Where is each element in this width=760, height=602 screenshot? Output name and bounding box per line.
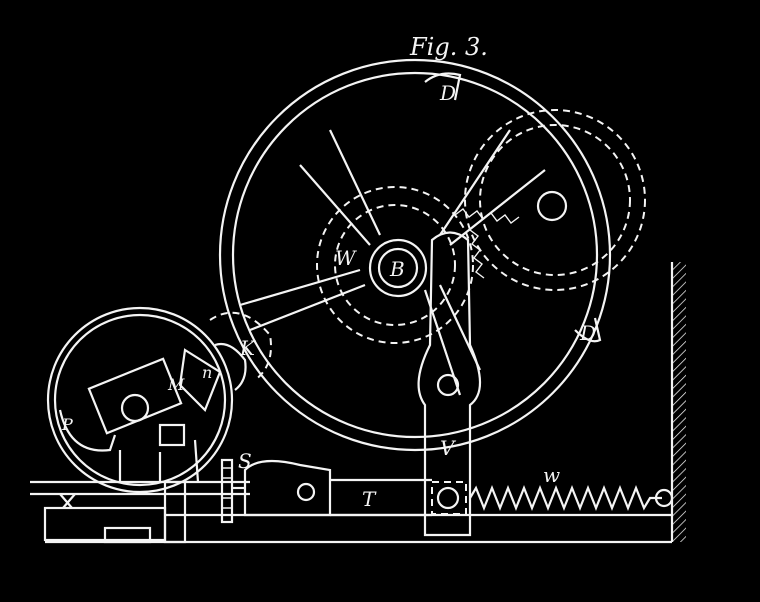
label-D-right: D [579,321,596,345]
label-n: n [202,363,212,382]
label-S: S [238,449,252,473]
label-P: P [61,415,73,434]
label-B: B [389,257,405,281]
label-W: W [335,246,357,270]
label-M: M [167,375,185,394]
label-T: T [362,487,377,511]
small-wheel [46,306,272,544]
label-K: K [239,336,256,360]
stop-S [220,458,245,524]
label-V: V [440,436,457,460]
spring-w [469,485,674,511]
figure-caption: Fig. 3. [409,33,488,61]
hub-B: B [368,238,428,298]
flywheel-D [218,58,646,452]
label-D-top: D [439,81,456,105]
right-wall [670,262,686,542]
label-w: w [543,463,560,487]
lever-V [417,231,481,537]
slide-bar-T [243,459,432,517]
